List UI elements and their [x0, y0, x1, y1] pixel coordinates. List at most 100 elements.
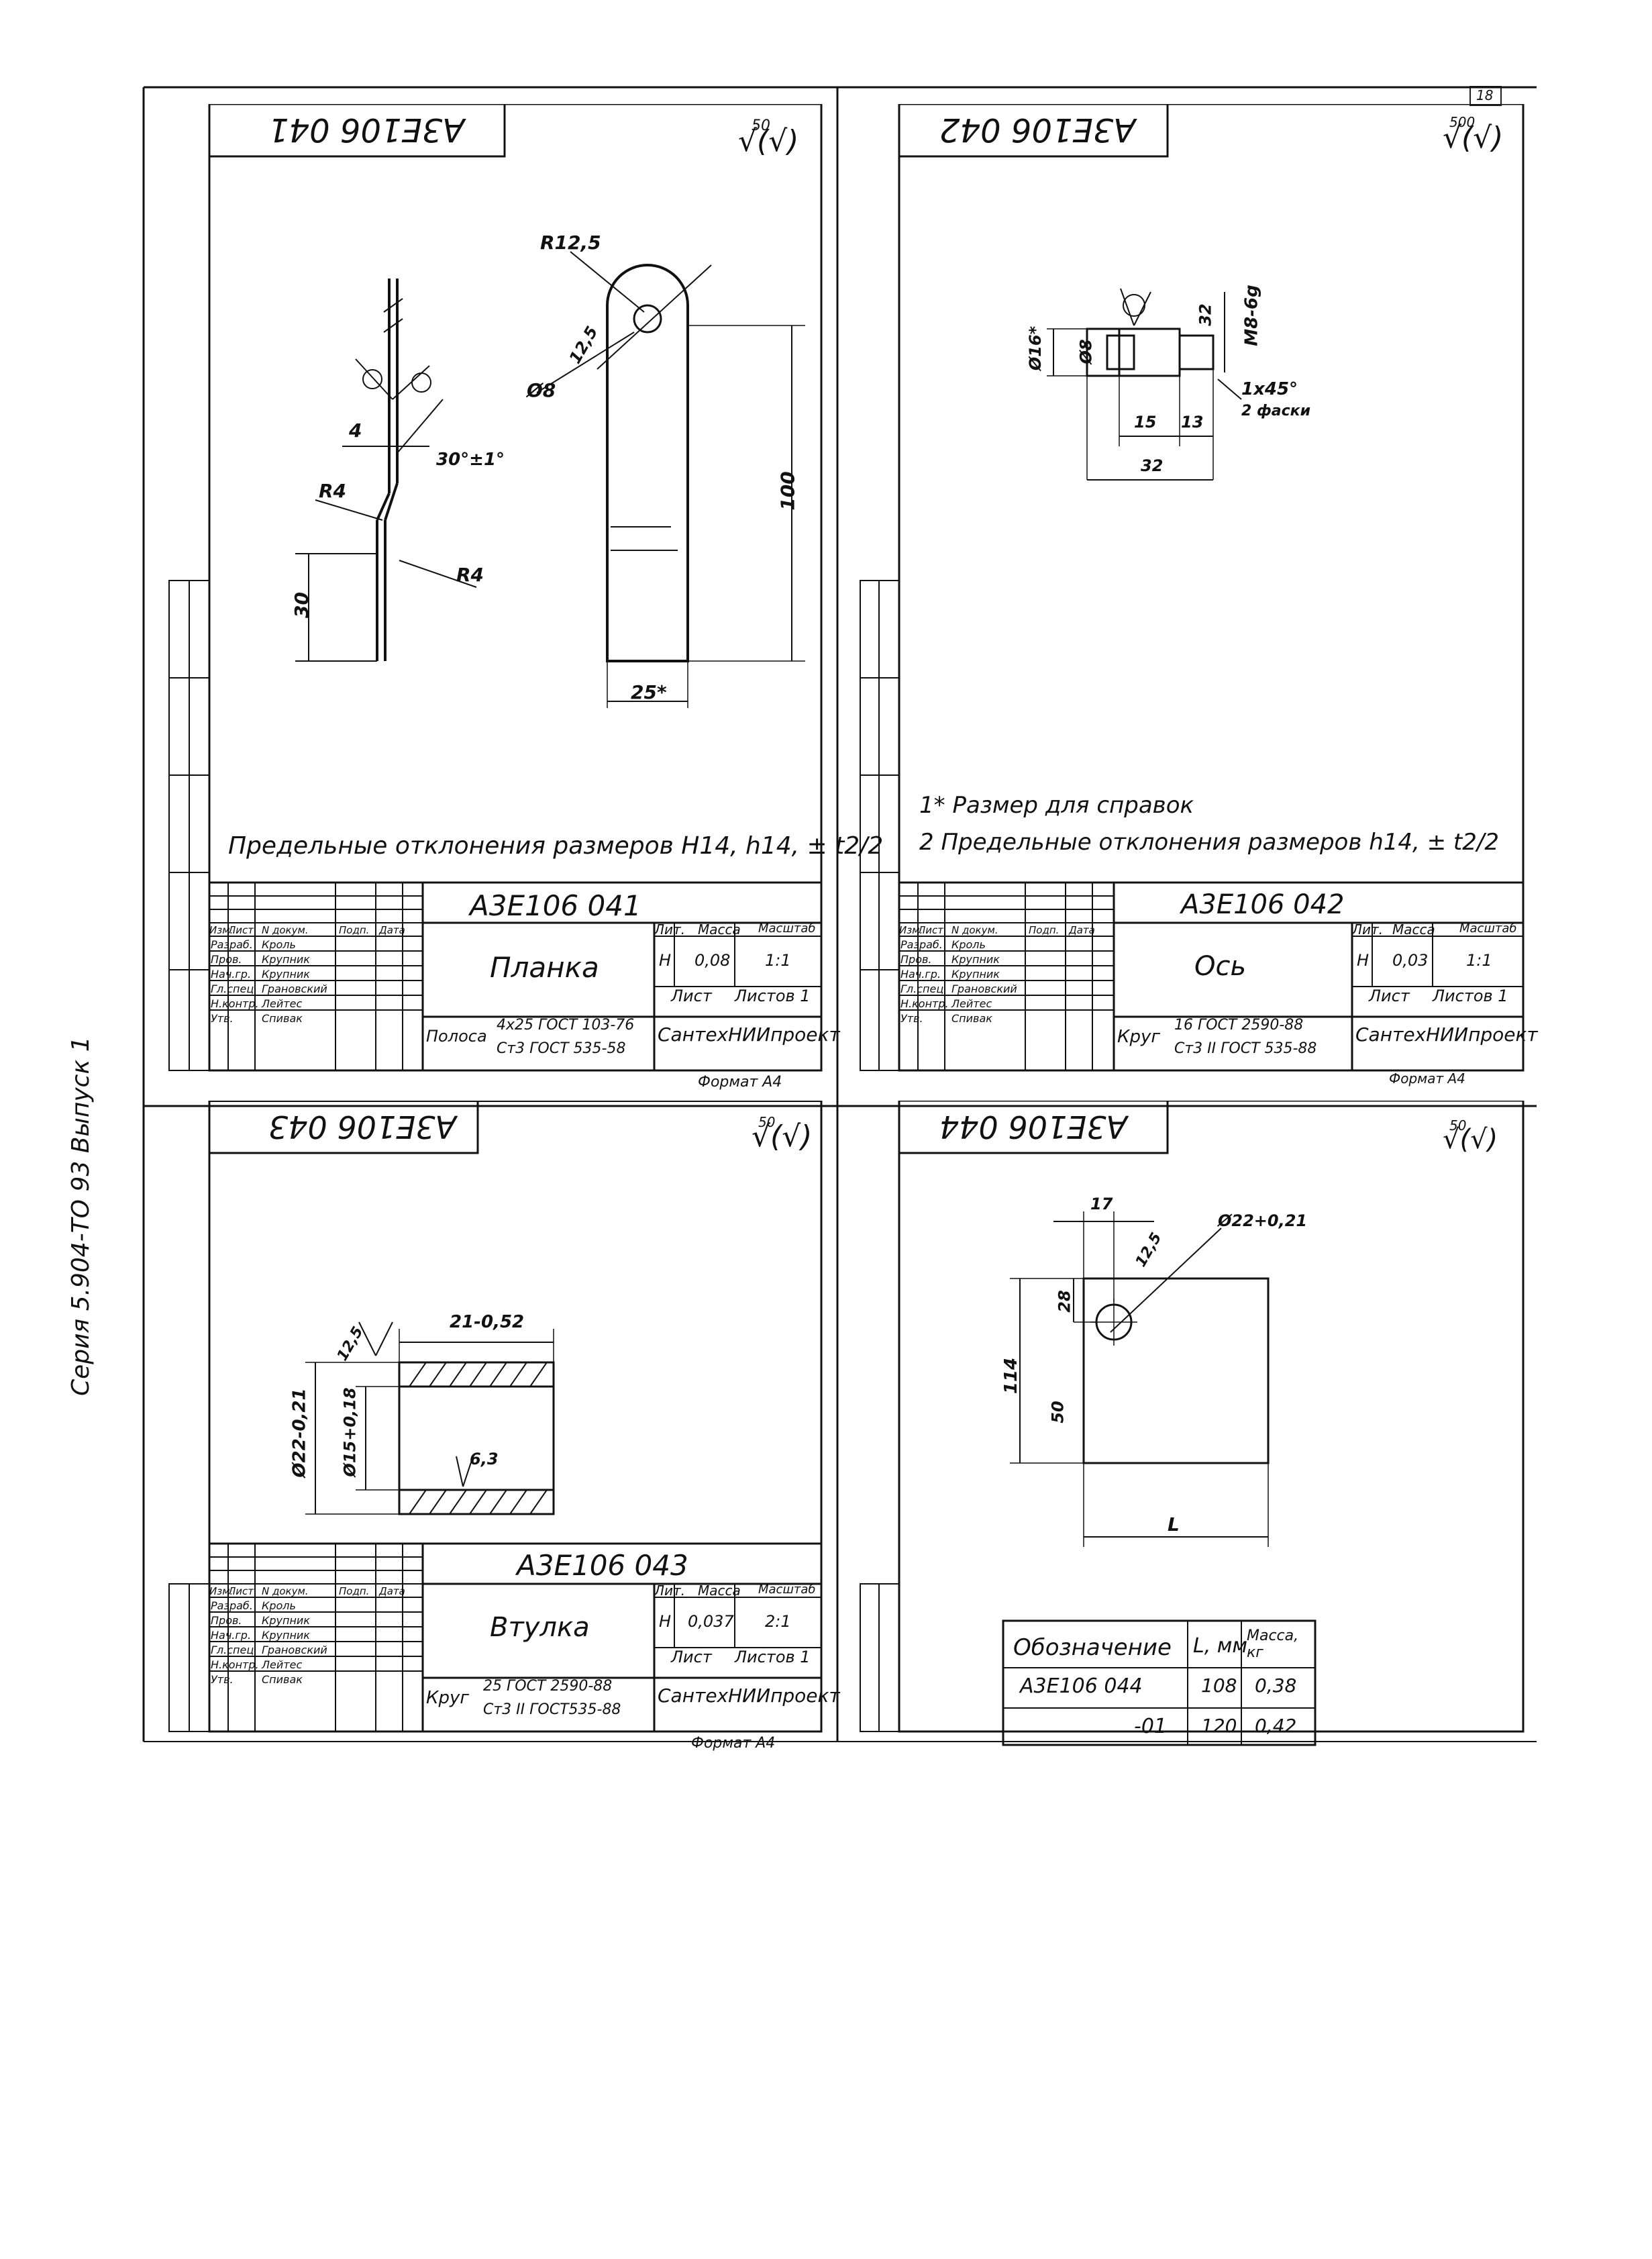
os-dim-l13: 13 [1181, 413, 1204, 432]
os-role-5: Н.контр. [900, 997, 949, 1010]
planka-roughness: 50 [752, 117, 770, 134]
os-hdr-izm: Изм. [899, 924, 923, 936]
os-name: Ось [1194, 951, 1247, 982]
vtulka-dim-id: Ø15+0,18 [340, 1387, 360, 1477]
dim-thk: 4 [349, 419, 362, 442]
os-name-4: Грановский [951, 983, 1017, 995]
planka-roughness-icon: √(√) [738, 124, 799, 158]
planka-name-1: Кроль [262, 938, 296, 951]
vtulka-name-3: Крупник [262, 1629, 310, 1642]
os-dim-r32: 32 [1196, 303, 1215, 326]
spec-row2-mass: 0,42 [1255, 1715, 1297, 1737]
vtulka-lit-header: Лит. [654, 1583, 686, 1599]
planka-title: А3Е106 041 [470, 889, 641, 922]
vtulka-name-4: Грановский [262, 1644, 327, 1656]
vtulka-title: А3Е106 043 [517, 1549, 688, 1582]
kryshka-dim-17: 17 [1090, 1195, 1113, 1213]
kryshka-dim-28: 28 [1055, 1290, 1074, 1313]
vtulka-name-1: Кроль [262, 1599, 296, 1612]
vtulka-roughness-icon: √(√) [752, 1119, 813, 1154]
drawing-vtulka: А3Е106 043 50 √(√) 21-0,52 12,5 Ø22-0,21… [161, 1101, 840, 1772]
vtulka-hdr-list: Лист [228, 1585, 254, 1597]
kryshka-stamp-code: А3Е106 044 [939, 1109, 1128, 1145]
planka-role-2: Пров. [211, 953, 242, 966]
os-title: А3Е106 042 [1181, 889, 1345, 920]
os-role-6: Утв. [900, 1012, 923, 1025]
vtulka-frame [168, 1101, 823, 1733]
planka-material-2: 4х25 ГОСТ 103-76 [497, 1017, 635, 1034]
os-org: СантехНИИпроект [1355, 1023, 1538, 1046]
vtulka-dim-len: 21-0,52 [450, 1312, 525, 1332]
planka-name-2: Крупник [262, 953, 310, 966]
planka-role-3: Нач.гр. [211, 968, 252, 981]
os-dim-d16: Ø16* [1026, 325, 1045, 371]
vtulka-role-5: Н.контр. [211, 1658, 259, 1671]
vtulka-scale-header: Масштаб [758, 1583, 816, 1597]
os-dim-m: М8-6g [1241, 285, 1262, 346]
spec-hdr-length: L, мм [1193, 1634, 1248, 1658]
os-dim-l15: 15 [1134, 413, 1157, 432]
planka-sheets: Листов 1 [735, 987, 811, 1005]
dim-len: 100 [776, 471, 799, 511]
os-role-3: Нач.гр. [900, 968, 941, 981]
planka-lit: Н [659, 951, 672, 970]
planka-format: Формат А4 [698, 1074, 782, 1091]
os-sheets: Листов 1 [1433, 987, 1508, 1005]
vtulka-name: Втулка [490, 1612, 590, 1643]
planka-stamp-code: А3Е106 041 [268, 111, 465, 148]
spec-row1-mass: 0,38 [1255, 1674, 1297, 1697]
kryshka-dim-L: L [1168, 1513, 1180, 1536]
os-roughness-icon: √(√) [1443, 121, 1504, 155]
kryshka-roughness: 50 [1449, 1117, 1467, 1134]
vtulka-org: СантехНИИпроект [658, 1685, 840, 1707]
planka-lit-header: Лит. [654, 921, 686, 938]
vtulka-lit: Н [659, 1612, 672, 1631]
vtulka-material-2: 25 ГОСТ 2590-88 [483, 1678, 613, 1695]
vtulka-role-6: Утв. [211, 1673, 234, 1686]
os-name-1: Кроль [951, 938, 986, 951]
vtulka-hdr-data: Дата [379, 1585, 405, 1597]
page-number: 18 [1476, 87, 1494, 103]
planka-material-3: Ст3 ГОСТ 535-58 [497, 1040, 626, 1057]
planka-sheet: Лист [671, 987, 712, 1005]
planka-org: СантехНИИпроект [658, 1023, 840, 1046]
planka-scale: 1:1 [765, 951, 791, 970]
vtulka-role-1: Разраб. [211, 1599, 253, 1612]
os-lit-header: Лит. [1352, 921, 1384, 938]
spec-row2-designation: -01 [1134, 1715, 1167, 1738]
vtulka-name-2: Крупник [262, 1614, 310, 1627]
planka-mass: 0,08 [694, 951, 731, 970]
os-hdr-podp: Подп. [1029, 924, 1060, 936]
kryshka-dim-114: 114 [1001, 1357, 1022, 1395]
vtulka-mass-header: Масса [698, 1583, 741, 1599]
vtulka-hdr-podp: Подп. [339, 1585, 370, 1597]
os-roughness: 500 [1449, 114, 1476, 130]
vtulka-stamp-code: А3Е106 043 [268, 1109, 457, 1145]
os-dim-ch2: 2 фаски [1241, 403, 1311, 419]
planka-role-4: Гл.спец. [211, 983, 258, 995]
planka-name-4: Грановский [262, 983, 327, 995]
planka-name: Планка [490, 951, 599, 984]
dim-angle: 30°±1° [436, 450, 505, 470]
os-dim-ch: 1х45° [1241, 379, 1298, 399]
spec-hdr-mass: Масса, кг [1247, 1627, 1299, 1661]
os-format: Формат А4 [1389, 1070, 1465, 1087]
planka-note: Предельные отклонения размеров Н14, h14,… [228, 832, 884, 860]
spec-row1-designation: А3Е106 044 [1020, 1674, 1143, 1698]
planka-role-1: Разраб. [211, 938, 253, 951]
vtulka-roughness: 50 [758, 1114, 776, 1130]
os-material-2: 16 ГОСТ 2590-88 [1174, 1017, 1304, 1034]
vtulka-format: Формат А4 [691, 1735, 776, 1752]
dim-width: 25* [631, 681, 667, 703]
os-mass-header: Масса [1392, 921, 1435, 938]
kryshka-frame [860, 1101, 1525, 1746]
vtulka-name-6: Спивак [262, 1673, 303, 1686]
os-lit: Н [1357, 951, 1370, 970]
planka-hdr-list: Лист [228, 924, 254, 936]
os-note-1: 1* Размер для справок [919, 792, 1194, 819]
planka-hdr-podp: Подп. [339, 924, 370, 936]
os-name-6: Спивак [951, 1012, 992, 1025]
os-hdr-doc: N докум. [951, 924, 998, 936]
planka-hdr-data: Дата [379, 924, 405, 936]
